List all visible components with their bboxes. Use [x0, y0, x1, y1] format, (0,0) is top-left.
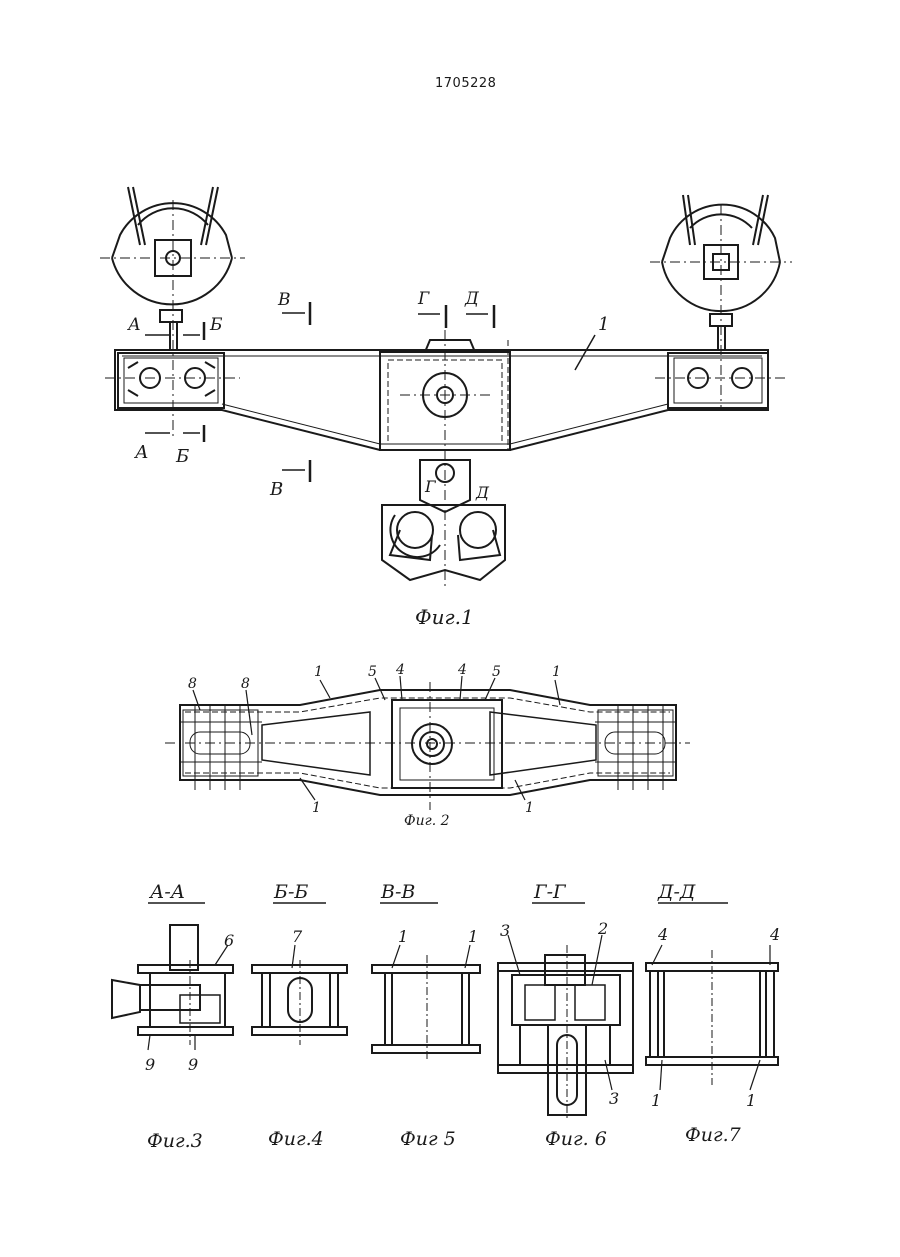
fig7-label-1-left: 1 — [651, 1091, 661, 1110]
fig1-label-b-top: Б — [209, 315, 223, 335]
fig3-label-6: 6 — [224, 931, 234, 950]
figure-2 — [165, 676, 690, 810]
fig1-label-g-top: Г — [417, 289, 430, 309]
fig7-label-4-left: 4 — [657, 925, 668, 944]
hook-assembly — [382, 460, 505, 580]
fig1-label-d-bottom: Д — [475, 483, 490, 502]
section-a-a — [112, 903, 233, 1050]
section-v-v — [372, 903, 480, 1060]
fig6-label-3-bottom: 3 — [609, 1089, 619, 1108]
fig2-label-4-right: 4 — [457, 662, 467, 678]
fig2-label-8-right: 8 — [241, 676, 250, 692]
section-d-d-title: Д-Д — [657, 881, 696, 903]
section-b-b — [252, 903, 347, 1045]
fig1-label-d-top: Д — [464, 289, 480, 309]
fig2-label-5-right: 5 — [492, 664, 501, 680]
fig7-label-4-right: 4 — [769, 925, 780, 944]
fig2-label-1-a: 1 — [314, 664, 323, 680]
section-a-a-title: А-А — [148, 881, 185, 903]
fig2-label-5-left: 5 — [368, 664, 377, 680]
fig1-label-v-bottom: В — [269, 479, 283, 500]
fig5-caption: Фиг 5 — [400, 1128, 456, 1150]
fig2-label-8-left: 8 — [188, 676, 197, 692]
figure-1 — [100, 187, 792, 590]
section-b-b-title: Б-Б — [273, 881, 308, 903]
fig7-caption: Фиг.7 — [685, 1124, 742, 1146]
section-g-g — [498, 903, 633, 1120]
fig1-label-a-top: А — [127, 315, 141, 335]
fig2-label-1-b: 1 — [552, 664, 561, 680]
fig7-label-1-right: 1 — [746, 1091, 756, 1110]
fig2-caption: Фиг. 2 — [404, 813, 450, 829]
fig3-label-9-left: 9 — [145, 1055, 155, 1074]
fig2-label-1-d: 1 — [525, 800, 534, 816]
fig5-label-1-left: 1 — [398, 927, 408, 946]
fig3-label-9-right: 9 — [188, 1055, 198, 1074]
fig1-label-b-bottom: Б — [175, 446, 189, 467]
fig1-caption: Фиг.1 — [415, 605, 474, 629]
fig3-caption: Фиг.3 — [147, 1130, 203, 1152]
fig6-label-3-top: 3 — [500, 921, 510, 940]
fig4-caption: Фиг.4 — [268, 1128, 324, 1150]
fig5-label-1-right: 1 — [468, 927, 478, 946]
fig6-caption: Фиг. 6 — [545, 1128, 607, 1150]
fig2-label-4-left: 4 — [395, 662, 405, 678]
fig1-label-v-top: В — [277, 290, 291, 310]
section-v-v-title: В-В — [380, 881, 415, 903]
fig4-label-7: 7 — [292, 927, 303, 946]
fig6-label-2: 2 — [597, 919, 608, 938]
fig1-label-part1: 1 — [598, 314, 609, 335]
fig1-label-g-bottom: Г — [424, 477, 437, 496]
section-g-g-title: Г-Г — [533, 881, 567, 903]
fig2-label-1-c: 1 — [312, 800, 321, 816]
fig1-label-a-bottom: А — [133, 442, 149, 463]
section-markers-fig1 — [145, 302, 494, 482]
